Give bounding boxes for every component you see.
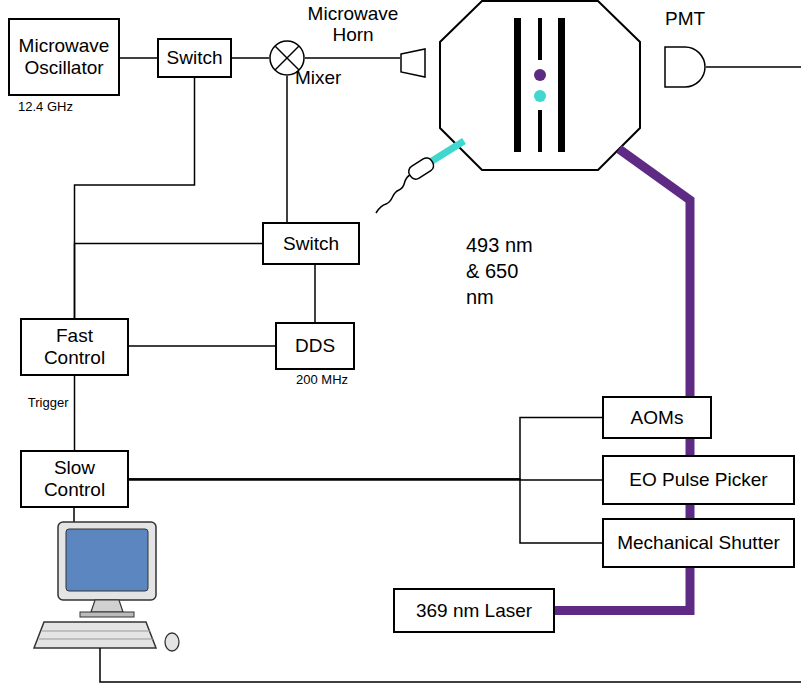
trap-electrode xyxy=(514,18,521,152)
pmt-outline xyxy=(663,45,707,89)
dds-box: DDS xyxy=(275,322,355,370)
control-wire xyxy=(129,418,602,480)
control-wire xyxy=(75,244,263,319)
optics-box: EO Pulse Picker xyxy=(602,455,795,505)
control-wire xyxy=(286,76,288,222)
node-label: Microwave Horn xyxy=(288,4,418,46)
node-label: Switch xyxy=(167,47,223,69)
signal-wire xyxy=(706,66,801,68)
node-label: PMT xyxy=(665,9,725,30)
control-wire xyxy=(120,57,157,59)
trap-electrode xyxy=(538,18,542,60)
horn-symbol: Microwave Horn xyxy=(400,48,426,78)
control-box: Slow Control xyxy=(20,450,129,508)
ion xyxy=(534,90,546,102)
laser-beam xyxy=(686,439,695,455)
signal-label: Trigger xyxy=(28,395,69,411)
control-wire xyxy=(314,265,316,322)
control-wire xyxy=(305,57,400,59)
frequency-label: 200 MHz xyxy=(296,372,366,388)
node-label: DDS xyxy=(295,335,335,357)
laser-beam xyxy=(432,141,464,161)
node-label: AOMs xyxy=(631,407,684,429)
control-wire xyxy=(232,57,269,59)
switch-box: Switch xyxy=(262,222,360,265)
laser-beam xyxy=(686,505,695,518)
pmt-symbol: PMT xyxy=(663,45,707,89)
trap-electrode xyxy=(538,110,542,152)
signal-wire xyxy=(100,648,801,682)
laser-box: 369 nm Laser xyxy=(393,588,555,633)
laser-beam xyxy=(619,149,690,396)
control-wire xyxy=(74,376,76,450)
node-label: Microwave Oscillator xyxy=(16,35,112,79)
node-label: Mechanical Shutter xyxy=(617,532,780,554)
ion xyxy=(534,69,546,81)
node-label: Slow Control xyxy=(28,457,121,501)
trap-electrode xyxy=(558,18,565,152)
optics-box: AOMs xyxy=(602,396,712,439)
node-label: 369 nm Laser xyxy=(416,600,532,622)
control-box: Fast Control xyxy=(20,318,129,376)
frequency-label: 12.4 GHz xyxy=(18,99,108,115)
control-wire xyxy=(129,479,602,543)
signal-wire xyxy=(73,508,75,522)
wavelength-label: 493 nm & 650 nm xyxy=(466,232,542,310)
horn-outline xyxy=(400,48,426,78)
node-label: Mixer xyxy=(295,68,365,89)
oscillator-box: Microwave Oscillator xyxy=(8,18,120,96)
control-wire xyxy=(129,345,275,347)
node-label: Switch xyxy=(283,233,339,255)
fiber xyxy=(376,175,410,213)
switch-box: Switch xyxy=(157,38,232,78)
computer-icon xyxy=(34,522,179,651)
laser-beam xyxy=(555,568,690,611)
node-label: Fast Control xyxy=(28,325,121,369)
fiber-connector xyxy=(406,156,435,182)
mixer-symbol: Mixer xyxy=(269,40,305,76)
vacuum-chamber xyxy=(440,1,640,170)
node-label: EO Pulse Picker xyxy=(629,469,767,491)
optics-box: Mechanical Shutter xyxy=(602,518,795,568)
